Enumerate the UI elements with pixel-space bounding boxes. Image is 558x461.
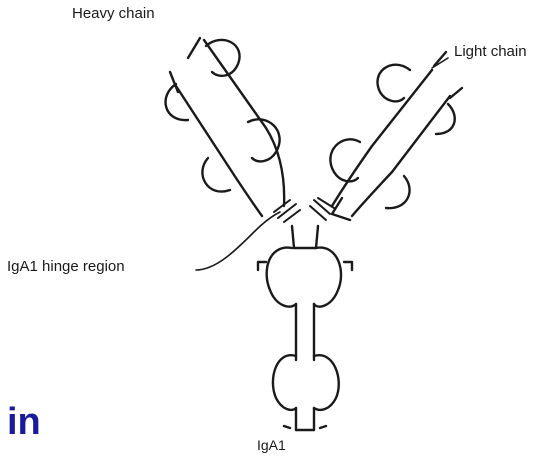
iga1-caption: IgA1 [257,437,286,453]
heavy-chain-label: Heavy chain [72,5,155,22]
slide-title-fragment: in [7,403,41,441]
fc-region [258,226,352,430]
hinge-region-label: IgA1 hinge region [7,258,125,275]
left-fab-arm [166,38,285,216]
right-fab-arm [330,52,462,220]
leader-lines [196,58,448,270]
light-chain-label: Light chain [454,43,527,60]
